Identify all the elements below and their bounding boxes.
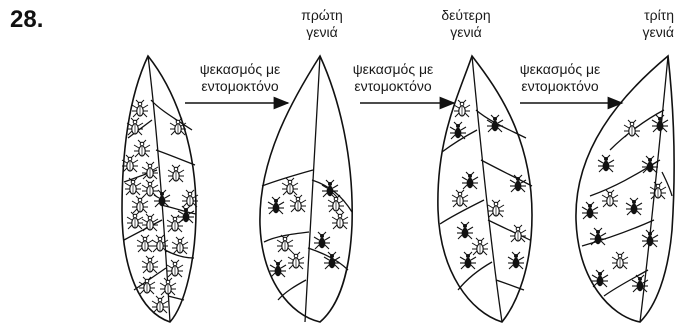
leaf-2-outline: [260, 56, 352, 322]
generation-label-3-line1: τρίτη: [644, 7, 674, 23]
arrow-1-label-line1: ψεκασμός με: [200, 61, 281, 77]
generation-label-3-line2: γενιά: [643, 24, 674, 40]
generation-label-1-line1: πρώτη: [301, 7, 343, 23]
arrow-2: ψεκασμός με εντομοκτόνο: [353, 61, 454, 103]
generation-label-2-line2: γενιά: [450, 24, 481, 40]
leaf-1: [122, 56, 198, 322]
generation-label-2-line1: δεύτερη: [441, 7, 490, 23]
generation-label-2: δεύτερη γενιά: [441, 7, 490, 40]
generation-label-1-line2: γενιά: [306, 24, 337, 40]
leaf-2: [260, 56, 352, 322]
arrow-3-label-line2: εντομοκτόνο: [521, 78, 599, 94]
leaf-3: [438, 56, 532, 322]
arrow-3-label-line1: ψεκασμός με: [520, 61, 601, 77]
generation-label-1: πρώτη γενιά: [301, 7, 343, 40]
arrow-2-label-line2: εντομοκτόνο: [354, 78, 432, 94]
arrow-2-label-line1: ψεκασμός με: [353, 61, 434, 77]
arrow-1: ψεκασμός με εντομοκτόνο: [185, 61, 288, 103]
leaf-4: [576, 56, 674, 322]
generation-label-3: τρίτη γενιά: [643, 7, 674, 40]
arrow-1-label-line2: εντομοκτόνο: [201, 78, 279, 94]
arrow-3: ψεκασμός με εντομοκτόνο: [520, 61, 622, 103]
